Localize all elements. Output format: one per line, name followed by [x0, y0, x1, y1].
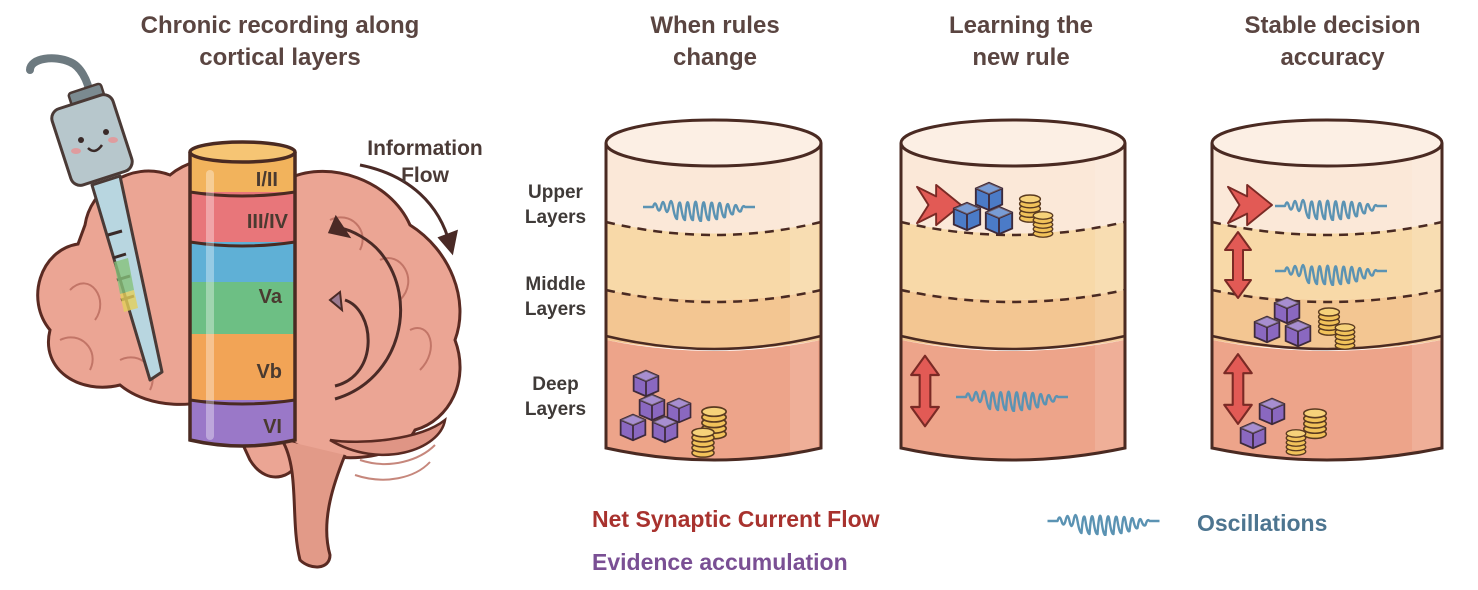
- legend-evidence-accumulation: Evidence accumulation: [592, 549, 848, 575]
- evidence-cube-icon: [638, 393, 666, 422]
- evidence-cube-blue-icon: [952, 201, 982, 232]
- layer-label-vb: Vb: [256, 361, 282, 383]
- layer-label-va: Va: [259, 286, 283, 308]
- title-line: When rules: [650, 12, 780, 39]
- layer-label-i-ii: I/II: [256, 169, 278, 191]
- title-line: accuracy: [1280, 44, 1385, 71]
- panel-title-recording: Chronic recording along cortical layers: [70, 10, 490, 74]
- layer-label-vi: VI: [263, 416, 282, 438]
- evidence-cube-icon: [1284, 319, 1312, 348]
- flow-label-line: Flow: [401, 164, 449, 187]
- panel-title-rules-change: When rules change: [590, 10, 840, 74]
- coins-icon: [691, 427, 715, 458]
- evidence-cube-icon: [1239, 421, 1267, 450]
- information-flow-label: Information Flow: [350, 135, 500, 189]
- cylinder-stable-decision: [1210, 118, 1444, 462]
- evidence-cube-blue-icon: [984, 205, 1014, 236]
- title-line: change: [672, 44, 758, 71]
- title-line: Stable decision: [1244, 12, 1421, 39]
- title-line: cortical layers: [199, 44, 361, 71]
- layer-label-iii-iv: III/IV: [247, 211, 289, 233]
- cylinder-learning-new-rule: [899, 118, 1127, 462]
- title-line: Learning the: [948, 12, 1093, 39]
- panel-title-stable: Stable decision accuracy: [1200, 10, 1465, 74]
- evidence-cube-icon: [619, 413, 647, 442]
- flow-label-line: Information: [367, 137, 483, 160]
- panel-title-learning: Learning the new rule: [896, 10, 1146, 74]
- evidence-cube-icon: [1273, 296, 1301, 325]
- label-line: Upper: [528, 182, 583, 203]
- cortical-column: I/II III/IV Va Vb VI: [188, 140, 297, 448]
- legend-oscillation-icon: [1046, 513, 1161, 536]
- layer-label-upper: Upper Layers: [508, 180, 603, 230]
- label-line: Layers: [524, 207, 587, 228]
- coins-icon: [1334, 322, 1356, 350]
- legend-oscillations: Oscillations: [1197, 510, 1328, 536]
- coins-icon: [1285, 428, 1307, 456]
- coins-icon: [1302, 408, 1328, 440]
- title-line: Chronic recording along: [140, 12, 420, 39]
- evidence-cube-icon: [1258, 397, 1286, 426]
- information-flow-arrows: [327, 163, 459, 401]
- title-line: new rule: [972, 44, 1070, 71]
- evidence-cube-icon: [666, 397, 692, 424]
- coins-icon: [1032, 210, 1054, 238]
- label-line: Middle: [525, 274, 586, 295]
- cylinder-when-rules-change: [604, 118, 823, 462]
- label-line: Layers: [524, 299, 587, 320]
- evidence-cube-blue-icon: [974, 181, 1004, 212]
- layer-label-middle: Middle Layers: [508, 272, 603, 322]
- label-line: Deep: [532, 374, 579, 395]
- evidence-cube-icon: [632, 369, 660, 398]
- electrode-probe: [26, 54, 164, 382]
- label-line: Layers: [524, 399, 587, 420]
- evidence-cube-icon: [1253, 315, 1281, 344]
- legend-current-flow: Net Synaptic Current Flow: [592, 506, 880, 532]
- layer-label-deep: Deep Layers: [508, 372, 603, 422]
